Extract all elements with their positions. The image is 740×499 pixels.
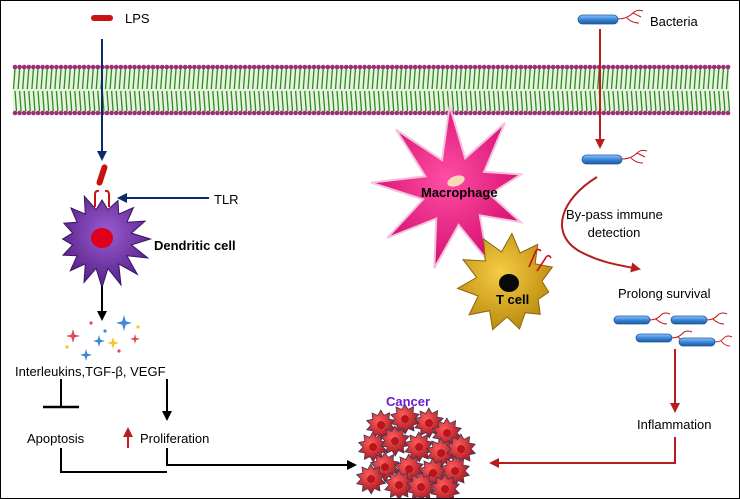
bypass-arrow	[561, 176, 641, 273]
bacteria-inside	[581, 149, 648, 165]
apoptosis-label: Apoptosis	[27, 431, 85, 446]
lps-bound	[96, 164, 108, 186]
dendritic-cell-nucleus	[91, 228, 113, 248]
prolong-survival-label: Prolong survival	[618, 286, 711, 301]
bacteria-label: Bacteria	[650, 14, 698, 29]
lps-molecule	[91, 15, 113, 21]
tlr-receptor	[94, 189, 110, 207]
t-cell-nucleus	[499, 274, 519, 292]
proliferation-label: Proliferation	[140, 431, 210, 446]
bypass-label-line2: detection	[587, 225, 641, 240]
lps-label: LPS	[125, 11, 150, 26]
macrophage-label: Macrophage	[421, 185, 498, 200]
t-cell-label: T cell	[496, 292, 530, 307]
inflammation-label: Inflammation	[637, 417, 712, 432]
surviving-bacteria	[613, 312, 733, 347]
cytokines-label: Interleukins,TGF-β, VEGF	[15, 364, 166, 379]
macrophage-cell	[370, 105, 525, 269]
to-cancer-connector	[60, 448, 357, 473]
inflammation-to-cancer-arrow	[489, 437, 676, 468]
cancer-label: Cancer	[386, 394, 431, 409]
macrophage-nucleus	[447, 175, 465, 187]
bypass-label-line1: By-pass immune	[566, 207, 663, 222]
cancer-cluster	[355, 403, 477, 498]
cell-membrane	[12, 64, 731, 116]
tlr-label: TLR	[214, 192, 239, 207]
bacteria-top	[577, 9, 644, 25]
dendritic-cell-label: Dendritic cell	[154, 238, 236, 253]
cytokine-icons	[65, 315, 140, 361]
t-cell-receptor	[528, 248, 552, 272]
